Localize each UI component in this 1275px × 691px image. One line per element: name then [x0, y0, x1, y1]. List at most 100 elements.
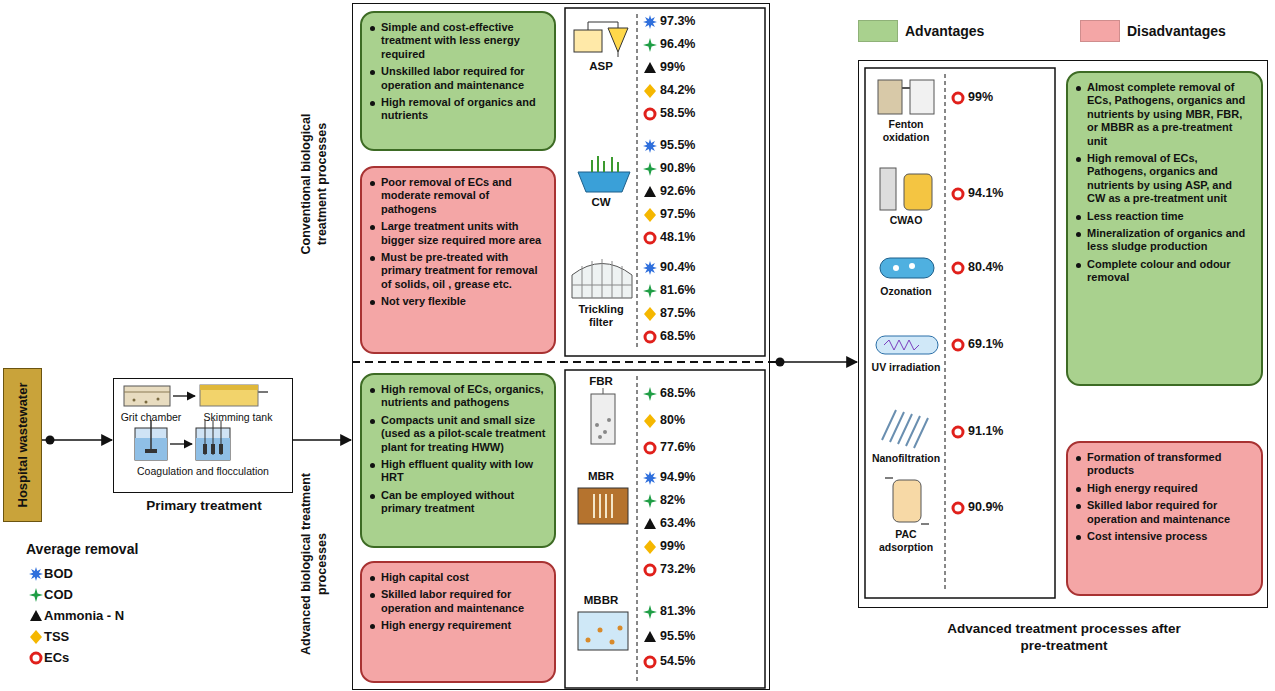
- bullet-text: Less reaction time: [1087, 210, 1184, 223]
- divider: [945, 74, 946, 592]
- bod-marker: [643, 15, 657, 29]
- illustration-shape: [607, 418, 611, 422]
- bullet-dot: [1076, 215, 1081, 220]
- part-label: UV irradiation: [867, 361, 945, 374]
- tss-marker: [644, 208, 656, 222]
- illustration-shape: [893, 480, 921, 522]
- legend-entry: COD: [44, 587, 73, 602]
- part-label: ASP: [570, 60, 632, 74]
- illustration-shape: [618, 52, 619, 57]
- removal-value: 58.5%: [660, 106, 722, 121]
- bullet-row: High removal of organics and nutrients: [370, 96, 546, 123]
- bullet-row: Almost complete removal of ECs, Pathogen…: [1076, 81, 1253, 148]
- removal-value: 95.5%: [660, 629, 722, 644]
- bullet-text: Poor removal of ECs and moderate removal…: [381, 176, 546, 216]
- ecs-marker: [645, 233, 655, 243]
- illustration-shape: [124, 392, 170, 393]
- illustration-shape: [603, 430, 607, 434]
- removal-value: 81.3%: [660, 604, 722, 619]
- nanofiltration-icon: [882, 410, 928, 448]
- bullet-row: High capital cost: [370, 571, 546, 584]
- section-divider: [352, 361, 780, 363]
- part-label: CWAO: [867, 214, 945, 227]
- box-caption: Advanced treatment processes after pre-t…: [944, 621, 1184, 655]
- ecs-marker: [953, 189, 963, 199]
- illustration-shape: [133, 399, 136, 402]
- bod-marker: [643, 139, 657, 153]
- bullet-text: Formation of transformed products: [1087, 451, 1253, 478]
- mbbr-icon: [578, 612, 628, 650]
- bullet-row: High energy requirement: [370, 619, 546, 632]
- illustration-shape: [610, 640, 615, 645]
- asp-icon: [574, 22, 628, 57]
- bullet-list: Simple and cost-effective treatment with…: [362, 13, 554, 129]
- removal-value: 91.1%: [968, 424, 1038, 439]
- removal-value: 90.8%: [660, 161, 722, 176]
- illustration-shape: [258, 391, 268, 393]
- bullet-dot: [370, 388, 375, 393]
- bullet-dot: [370, 26, 375, 31]
- removal-value: 82%: [660, 493, 722, 508]
- removal-value: 69.1%: [968, 337, 1038, 352]
- bullet-row: Compacts unit and small size (used as a …: [370, 414, 546, 454]
- bullet-text: High removal of ECs, Pathogens, organics…: [1087, 152, 1253, 206]
- uv-icon: [876, 336, 938, 354]
- bullet-dot: [370, 181, 375, 186]
- illustration-shape: [878, 80, 902, 114]
- ecs-marker: [645, 565, 655, 575]
- bullet-text: High removal of organics and nutrients: [381, 96, 546, 123]
- ecs-marker: [645, 443, 655, 453]
- ammonia-marker: [644, 631, 656, 642]
- illustration-shape: [909, 263, 915, 269]
- ecs-marker: [953, 93, 963, 103]
- bullet-list: Almost complete removal of ECs, Pathogen…: [1068, 73, 1261, 291]
- divider: [637, 376, 638, 682]
- ecs-marker: [645, 109, 655, 119]
- removal-value: 96.4%: [660, 37, 722, 52]
- cod-marker: [643, 494, 657, 508]
- illustration-shape: [592, 156, 618, 172]
- bullet-dot: [370, 256, 375, 261]
- cod-marker: [643, 162, 657, 176]
- removal-value: 84.2%: [660, 83, 722, 98]
- bullet-text: High energy required: [1087, 482, 1198, 495]
- advantages-box: High removal of ECs, organics, nutrients…: [360, 373, 556, 548]
- illustration-shape: [594, 494, 612, 518]
- bullet-row: High energy required: [1076, 482, 1253, 495]
- connector-group: [770, 358, 857, 367]
- removal-value: 77.6%: [660, 440, 722, 455]
- bullet-row: Must be pre-treated with primary treatme…: [370, 251, 546, 291]
- constructed-wetland-icon: [578, 156, 630, 192]
- ecs-marker: [31, 653, 41, 663]
- part-label: Skimming tank: [190, 411, 286, 424]
- bullet-row: High removal of ECs, Pathogens, organics…: [1076, 152, 1253, 206]
- bullet-list: Poor removal of ECs and moderate removal…: [362, 168, 554, 315]
- illustration-shape: [219, 444, 223, 454]
- flocculation-tank-icon: [196, 420, 230, 460]
- legend-entry: BOD: [44, 566, 73, 581]
- cod-marker: [643, 284, 657, 298]
- illustration-shape: [200, 385, 258, 390]
- ecs-marker: [645, 657, 655, 667]
- flow-connector: [293, 439, 351, 441]
- fbr-icon: [591, 388, 615, 444]
- removal-value: 87.5%: [660, 306, 722, 321]
- illustration-shape: [904, 174, 932, 210]
- bullet-row: High removal of ECs, organics, nutrients…: [370, 383, 546, 410]
- removal-value: 80%: [660, 413, 722, 428]
- bullet-row: Skilled labor required for operation and…: [370, 588, 546, 615]
- bullet-row: Can be employed without primary treatmen…: [370, 489, 546, 516]
- bullet-row: Mineralization of organics and less slud…: [1076, 227, 1253, 254]
- connector-group: [293, 440, 351, 441]
- bullet-row: Cost intensive process: [1076, 530, 1253, 543]
- bullet-row: Formation of transformed products: [1076, 451, 1253, 478]
- part-label: Ozonation: [867, 285, 945, 298]
- removal-value: 95.5%: [660, 138, 722, 153]
- bullet-text: Must be pre-treated with primary treatme…: [381, 251, 546, 291]
- illustration-shape: [578, 172, 630, 192]
- cwao-icon: [880, 168, 932, 210]
- illustration-shape: [150, 420, 152, 452]
- bod-marker: [643, 471, 657, 485]
- bullet-row: Less reaction time: [1076, 210, 1253, 223]
